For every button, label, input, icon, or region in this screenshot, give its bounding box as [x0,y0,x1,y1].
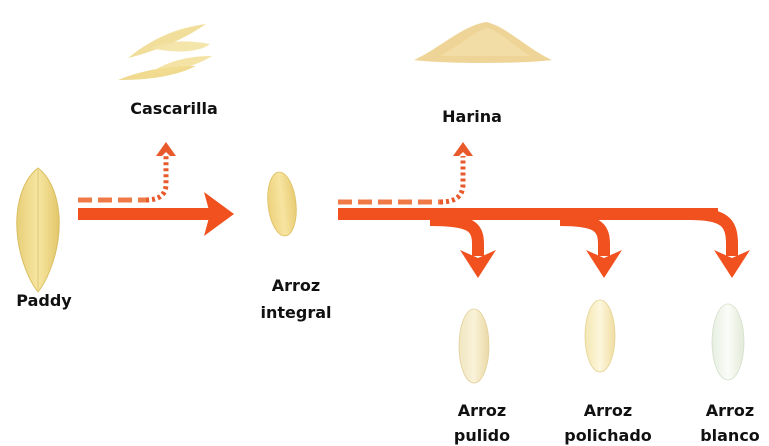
cascarilla-husk-image [118,24,212,80]
blanco-grain-image [712,304,744,380]
harina-flour-image [414,22,552,63]
paddy-grain-image [17,168,59,292]
label-integral-line1: Arroz [272,276,320,295]
byproduct-arrow-to-harina [338,142,473,202]
polichado-grain-image [585,300,615,372]
integral-grain-image [265,171,300,238]
main-distribution-arrow [338,208,750,278]
pulido-grain-image [459,309,489,383]
label-paddy: Paddy [16,291,72,310]
label-blanco-line1: Arroz [706,401,754,420]
label-integral-line2: integral [261,303,332,322]
label-cascarilla: Cascarilla [130,99,217,118]
label-pulido-line2: pulido [454,426,510,445]
label-polichado-line1: Arroz [584,401,632,420]
label-polichado-line2: polichado [564,426,652,445]
label-pulido-line1: Arroz [458,401,506,420]
byproduct-arrow-to-cascarilla [78,142,176,200]
label-blanco-line2: blanco [700,426,760,445]
label-harina: Harina [442,107,502,126]
